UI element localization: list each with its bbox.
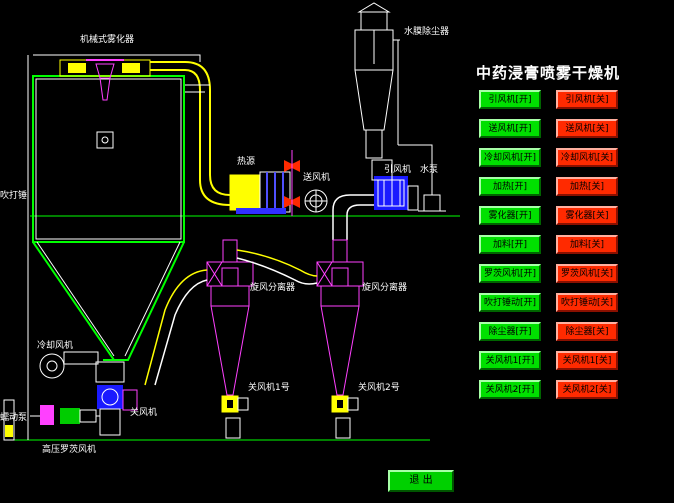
- control-on-button[interactable]: 加热[开]: [479, 177, 541, 196]
- label-closed-fan: 关风机: [130, 406, 157, 418]
- control-off-button[interactable]: 关风机1[关]: [556, 351, 618, 370]
- atomizer: [59, 59, 151, 101]
- control-off-button[interactable]: 罗茨风机[关]: [556, 264, 618, 283]
- roots-fan: [30, 405, 100, 425]
- exhaust-duct: [332, 194, 375, 240]
- control-off-button[interactable]: 吹打锤动[关]: [556, 293, 618, 312]
- control-on-button[interactable]: 雾化器[开]: [479, 206, 541, 225]
- control-off-button[interactable]: 送风机[关]: [556, 119, 618, 138]
- label-cooling-fan: 冷却风机: [37, 339, 73, 351]
- label-atomizer: 机械式雾化器: [80, 33, 134, 45]
- control-on-button[interactable]: 送风机[开]: [479, 119, 541, 138]
- label-blow-hammer: 吹打锤: [0, 189, 27, 201]
- control-off-button[interactable]: 引风机[关]: [556, 90, 618, 109]
- exit-button[interactable]: 退 出: [388, 470, 454, 492]
- control-off-button[interactable]: 关风机2[关]: [556, 380, 618, 399]
- control-on-button[interactable]: 吹打锤动[开]: [479, 293, 541, 312]
- control-off-button[interactable]: 雾化器[关]: [556, 206, 618, 225]
- dryer-tower: [32, 75, 185, 361]
- inspection-window: [96, 131, 114, 149]
- control-off-button[interactable]: 除尘器[关]: [556, 322, 618, 341]
- control-on-button[interactable]: 关风机2[开]: [479, 380, 541, 399]
- control-on-button[interactable]: 关风机1[开]: [479, 351, 541, 370]
- cooling-fan: [39, 351, 99, 379]
- label-water-pump: 水泵: [420, 163, 438, 175]
- hot-air-duct: [150, 61, 231, 206]
- bottom-valve: [95, 361, 138, 436]
- label-cyclone-1: 旋风分离器: [250, 281, 295, 293]
- water-pump: [398, 144, 446, 212]
- page-title: 中药浸膏喷雾干燥机: [476, 64, 621, 82]
- valves: [284, 150, 300, 216]
- heater: [229, 171, 291, 214]
- induced-fan: [371, 159, 419, 211]
- label-induced-fan: 引风机: [384, 163, 411, 175]
- control-on-button[interactable]: 引风机[开]: [479, 90, 541, 109]
- control-on-button[interactable]: 冷却风机[开]: [479, 148, 541, 167]
- control-off-button[interactable]: 加热[关]: [556, 177, 618, 196]
- cyclone-1: [206, 239, 254, 396]
- label-blower: 送风机: [303, 171, 330, 183]
- label-valve-1: 关风机1号: [248, 381, 290, 393]
- blower: [304, 189, 328, 213]
- dust-remover: [354, 2, 400, 159]
- rotary-valves: [221, 395, 359, 439]
- label-valve-2: 关风机2号: [358, 381, 400, 393]
- feed-line: [33, 54, 201, 62]
- label-dust-remover: 水膜除尘器: [404, 25, 449, 37]
- control-on-button[interactable]: 罗茨风机[开]: [479, 264, 541, 283]
- control-off-button[interactable]: 冷却风机[关]: [556, 148, 618, 167]
- pneumatic-pump: [3, 399, 15, 441]
- control-on-button[interactable]: 加料[开]: [479, 235, 541, 254]
- cyclone-2: [316, 239, 364, 396]
- label-roots-fan: 高压罗茨风机: [42, 443, 96, 455]
- control-off-button[interactable]: 加料[关]: [556, 235, 618, 254]
- conveying-pipes: [144, 249, 318, 386]
- label-heater: 热源: [237, 155, 255, 167]
- label-cyclone-2: 旋风分离器: [362, 281, 407, 293]
- control-on-button[interactable]: 除尘器[开]: [479, 322, 541, 341]
- label-pneumatic-pump: 蠕动泵: [0, 412, 27, 423]
